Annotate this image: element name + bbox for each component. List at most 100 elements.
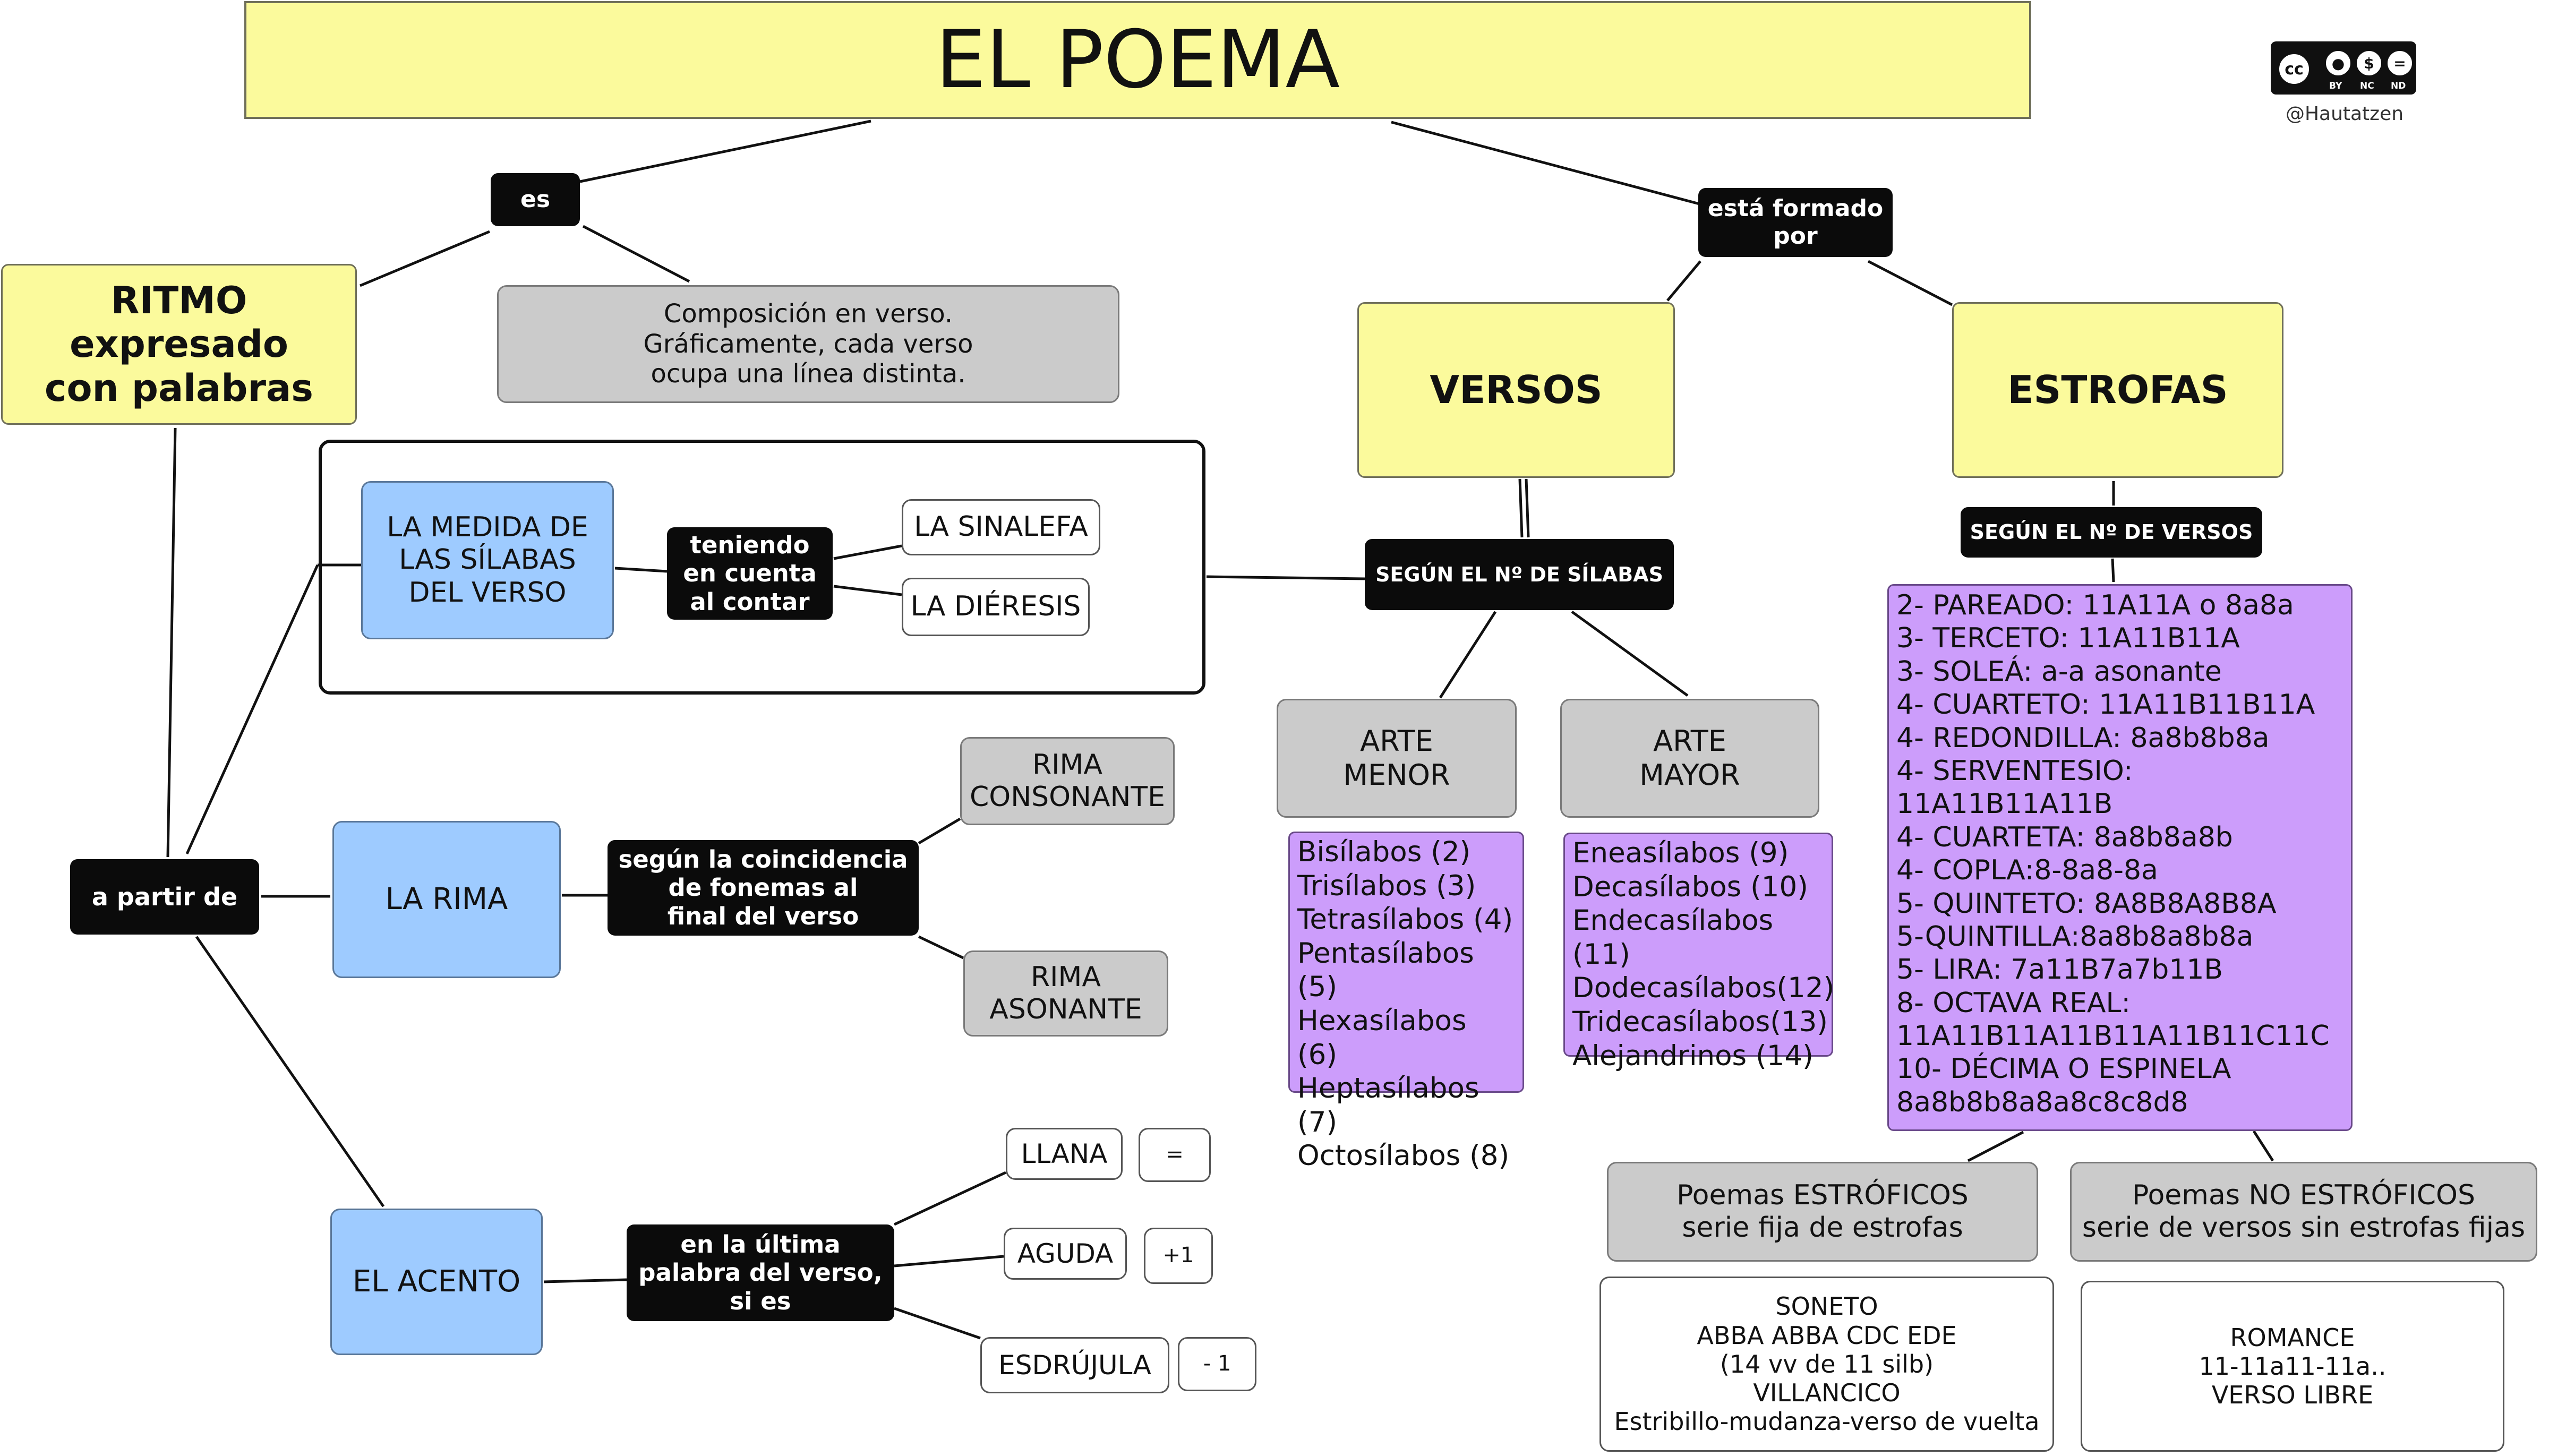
connector-line [166,427,177,858]
connector-line [2252,1130,2274,1162]
examples-no-estroficos: ROMANCE 11-11a11-11a.. VERSO LIBRE [2081,1281,2504,1452]
estrofa-item: 4- CUARTETO: 11A11B11B11A [1896,689,2315,721]
connector-line [1439,611,1497,699]
connector-line [2111,558,2115,583]
connector-line [894,1255,1004,1267]
node-esdrujula: ESDRÚJULA [980,1337,1169,1393]
connector-line [1518,478,1524,538]
connector-es: es [491,173,580,226]
connector-teniendo-en-cuenta: teniendo en cuenta al contar [667,527,833,620]
connector-en-la-ultima: en la última palabra del verso, si es [627,1224,894,1321]
connector-line [1206,575,1365,580]
arte-menor-item: Pentasílabos (5) [1297,937,1474,1004]
node-llana: LLANA [1006,1128,1123,1180]
connector-line [360,230,490,287]
arte-menor-item: Hexasílabos (6) [1297,1004,1467,1071]
connector-segun-silabas: SEGÚN EL Nº DE SÍLABAS [1365,539,1674,610]
estrofa-item: 5- QUINTETO: 8A8B8A8B8A [1896,887,2277,920]
license-nc-label: NC [2360,81,2374,91]
estrofa-item: 3- SOLEÁ: a-a asonante [1896,655,2222,688]
connector-line [833,585,902,596]
connector-line [1571,610,1689,697]
connector-line [1867,260,1953,306]
node-rima-consonante: RIMA CONSONANTE [960,737,1175,825]
node-dieresis: LA DIÉRESIS [902,578,1090,636]
esdrujula-value-badge: - 1 [1178,1337,1256,1391]
arte-mayor-item: Dodecasílabos(12) [1572,972,1835,1005]
arte-menor-item: Bisílabos (2) [1297,836,1471,868]
estrofa-item: 3- TERCETO: 11A11B11A [1896,622,2240,655]
estrofa-item: 8- OCTAVA REAL: [1896,987,2131,1019]
connector-line [1525,478,1530,538]
node-versos: VERSOS [1357,302,1675,478]
estrofa-item: 11A11B11A11B11A11B11C11C [1896,1020,2330,1052]
connector-line [918,935,964,960]
estrofa-item: 4- COPLA:8-8a8-8a [1896,854,2158,887]
connector-line [1391,121,1700,205]
node-estrofas: ESTROFAS [1952,302,2283,478]
arte-menor-item: Octosílabos (8) [1297,1140,1510,1172]
arte-mayor-item: Decasílabos (10) [1572,870,1808,903]
connector-line [195,936,385,1207]
connector-segun-coincidencia: según la coincidencia de fonemas al fina… [608,840,919,936]
connector-line [833,544,902,560]
node-rima-asonante: RIMA ASONANTE [963,950,1168,1037]
node-sinalefa: LA SINALEFA [902,499,1100,555]
connector-line [579,119,871,183]
noncommercial-icon: $ [2355,49,2383,78]
connector-a-partir-de: a partir de [70,859,259,935]
arte-menor-item: Tetrasílabos (4) [1297,903,1513,936]
arte-mayor-item: Eneasílabos (9) [1572,837,1789,869]
node-arte-menor: ARTE MENOR [1277,699,1517,818]
connector-line [1666,260,1701,302]
connector-line [185,564,319,855]
list-arte-mayor: Eneasílabos (9)Decasílabos (10)Endecasíl… [1563,833,1835,1072]
node-ritmo: RITMO expresado con palabras [1,264,357,425]
estrofa-item: 8a8b8b8a8a8c8c8d8 [1896,1086,2188,1118]
aguda-value-badge: +1 [1144,1228,1213,1284]
connector-line [894,1307,981,1340]
list-arte-menor: Bisílabos (2)Trisílabos (3)Tetrasílabos … [1288,832,1524,1172]
arte-mayor-item: Endecasílabos (11) [1572,904,1774,971]
connector-line [614,567,668,573]
connector-line [582,225,690,283]
node-medida-silabas: LA MEDIDA DE LAS SÍLABAS DEL VERSO [361,481,614,639]
attribution-icon: ● [2324,49,2353,78]
node-aguda: AGUDA [1004,1228,1127,1280]
estrofa-item: 2- PAREADO: 11A11A o 8a8a [1896,589,2294,621]
connector-line [918,817,961,845]
estrofa-item: 4- REDONDILLA: 8a8b8b8a [1896,722,2270,754]
estrofa-item: 4- SERVENTESIO: 11A11B11A11B [1896,755,2133,820]
noderivs-icon: = [2385,49,2414,78]
connector-line [543,1278,627,1283]
license-nd-label: ND [2391,81,2406,91]
node-arte-mayor: ARTE MAYOR [1560,699,1819,818]
page-title: EL POEMA [244,1,2031,119]
author-handle: @Hautatzen [2285,103,2404,125]
arte-mayor-item: Alejandrinos (14) [1572,1039,1814,1072]
estrofa-item: 10- DÉCIMA O ESPINELA [1896,1053,2231,1085]
examples-estroficos: SONETO ABBA ABBA CDC EDE (14 vv de 11 si… [1599,1277,2054,1452]
cc-icon: cc [2277,52,2311,86]
connector-esta-formado-por: está formado por [1698,188,1893,257]
arte-menor-item: Trisílabos (3) [1297,869,1476,902]
creative-commons-badge: cc ● $ = BY NC ND [2271,41,2416,95]
estrofa-item: 5-QUINTILLA:8a8b8a8b8a [1896,920,2254,953]
license-by-label: BY [2329,81,2342,91]
llana-value-badge: = [1139,1128,1211,1182]
connector-line [1967,1130,2024,1162]
estrofa-item: 5- LIRA: 7a11B7a7b11B [1896,954,2223,986]
connector-line [893,1171,1007,1226]
connector-segun-versos: SEGÚN EL Nº DE VERSOS [1961,507,2262,558]
node-poemas-estroficos: Poemas ESTRÓFICOS serie fija de estrofas [1607,1162,2038,1262]
node-acento: EL ACENTO [330,1209,543,1355]
arte-menor-item: Heptasílabos (7) [1297,1072,1479,1138]
estrofa-item: 4- CUARTETA: 8a8b8a8b [1896,821,2233,853]
node-rima: LA RIMA [332,821,561,978]
arte-mayor-item: Tridecasílabos(13) [1572,1005,1828,1038]
medida-group-frame [319,440,1205,695]
node-definicion: Composición en verso. Gráficamente, cada… [497,285,1119,403]
